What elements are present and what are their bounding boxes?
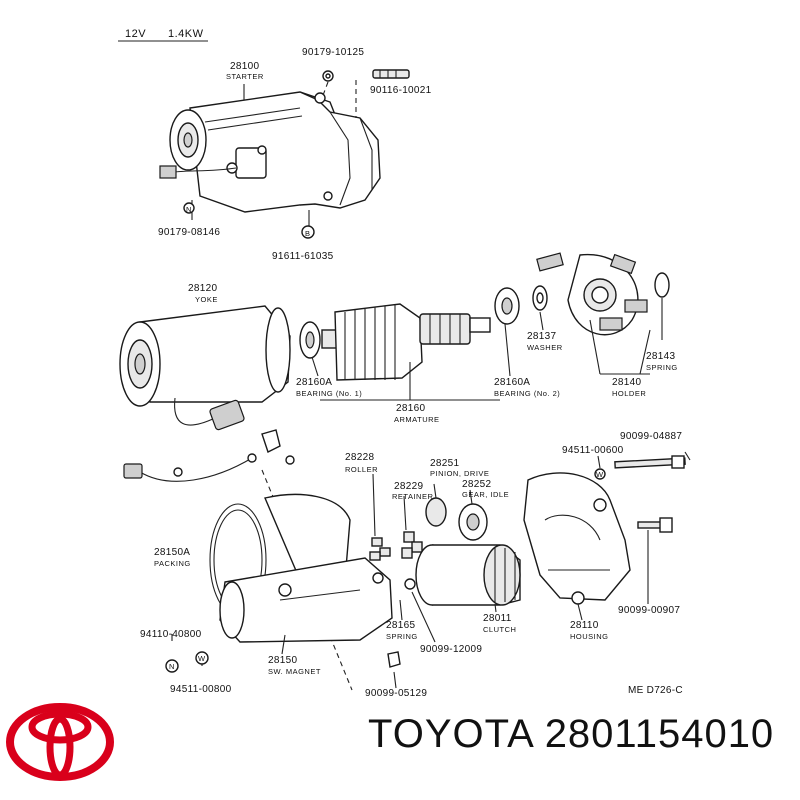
marker-bolt: B: [305, 229, 311, 238]
part-number-90116-10021: 90116-10021: [370, 85, 432, 96]
part-number-28160: 28160: [396, 403, 426, 414]
part-name-roller: ROLLER: [345, 465, 379, 474]
part-number-90099-05129: 90099-05129: [365, 688, 428, 699]
part-number-90099-04887: 90099-04887: [620, 431, 683, 442]
part-number-28165: 28165: [386, 620, 416, 631]
yoke-drawing: [119, 305, 291, 431]
diagram-code: ME D726-C: [628, 685, 683, 696]
power-label: 1.4KW: [168, 28, 204, 40]
part-name-spring-28165: SPRING: [386, 632, 418, 641]
part-number-28100: 28100: [230, 61, 260, 72]
part-number-28120: 28120: [188, 283, 218, 294]
marker-washer-top: W: [596, 470, 604, 479]
voltage-label: 12V: [125, 28, 147, 40]
starter-assembly-drawing: [159, 91, 381, 213]
armature-drawing: [299, 285, 548, 381]
part-number-91611-61035: 91611-61035: [272, 251, 334, 262]
retainer-drawing: [401, 531, 423, 559]
stud-90116-10021-drawing: [372, 69, 410, 79]
part-name-housing: HOUSING: [570, 632, 609, 641]
marker-nut-bottom: N: [169, 662, 175, 671]
part-name-bearing-2: BEARING (No. 2): [494, 389, 561, 398]
marker-washer-bottom: W: [198, 654, 206, 663]
lead-wire-drawing: [139, 457, 253, 482]
part-number-28160A-2: 28160A: [494, 377, 531, 388]
part-number-28137: 28137: [527, 331, 557, 342]
part-name-sw-magnet: SW. MAGNET: [268, 667, 321, 676]
through-bolt-90099-04887-drawing: [614, 457, 686, 469]
part-number-28143: 28143: [646, 351, 676, 362]
toyota-logo: [6, 703, 114, 781]
brand-name: TOYOTA: [368, 712, 533, 756]
spring-28165-drawing: [404, 578, 416, 590]
roller-drawing: [369, 537, 391, 561]
nut-90099-05129-drawing: [387, 651, 401, 668]
part-name-pinion-drive: PINION, DRIVE: [430, 469, 490, 478]
part-name-gear-idle: GEAR, IDLE: [462, 490, 510, 499]
switch-magnet-drawing: [219, 493, 393, 643]
part-name-starter: STARTER: [226, 72, 264, 81]
part-number-90099-00907: 90099-00907: [618, 605, 681, 616]
part-name-yoke: YOKE: [195, 295, 218, 304]
part-number-28252: 28252: [462, 479, 492, 490]
part-name-armature: ARMATURE: [394, 415, 440, 424]
part-number-90099-12009: 90099-12009: [420, 644, 483, 655]
part-number-28160A-1: 28160A: [296, 377, 333, 388]
part-name-holder: HOLDER: [612, 389, 647, 398]
part-number-28150: 28150: [268, 655, 298, 666]
part-number-90179-08146: 90179-08146: [158, 227, 221, 238]
part-number-94110-40800: 94110-40800: [140, 629, 202, 640]
part-name-retainer: RETAINER: [392, 492, 434, 501]
part-number-28011: 28011: [483, 613, 512, 624]
part-number-28228: 28228: [345, 452, 375, 463]
part-number-94511-00600: 94511-00600: [562, 445, 624, 456]
nut-90179-08146-drawing: [183, 202, 195, 214]
part-name-clutch: CLUTCH: [483, 625, 517, 634]
brand-part-number: 2801154010: [544, 712, 775, 756]
marker-nut: N: [186, 205, 192, 214]
brand-part-label: TOYOTA 2801154010: [368, 712, 774, 756]
part-number-94511-00800: 94511-00800: [170, 684, 232, 695]
clutch-drawing: [415, 544, 521, 606]
part-name-spring-28143: SPRING: [646, 363, 678, 372]
part-name-bearing-1: BEARING (No. 1): [296, 389, 363, 398]
part-name-packing: PACKING: [154, 559, 191, 568]
brush-holder-drawing: [536, 252, 670, 336]
housing-drawing: [523, 472, 631, 605]
part-number-28229: 28229: [394, 481, 424, 492]
part-number-28140: 28140: [612, 377, 642, 388]
part-number-90179-10125: 90179-10125: [302, 47, 365, 58]
part-number-28110: 28110: [570, 620, 599, 631]
part-number-28150A: 28150A: [154, 547, 191, 558]
part-name-washer: WASHER: [527, 343, 563, 352]
part-number-28251: 28251: [430, 458, 460, 469]
pinion-drive-drawing: [425, 497, 447, 527]
